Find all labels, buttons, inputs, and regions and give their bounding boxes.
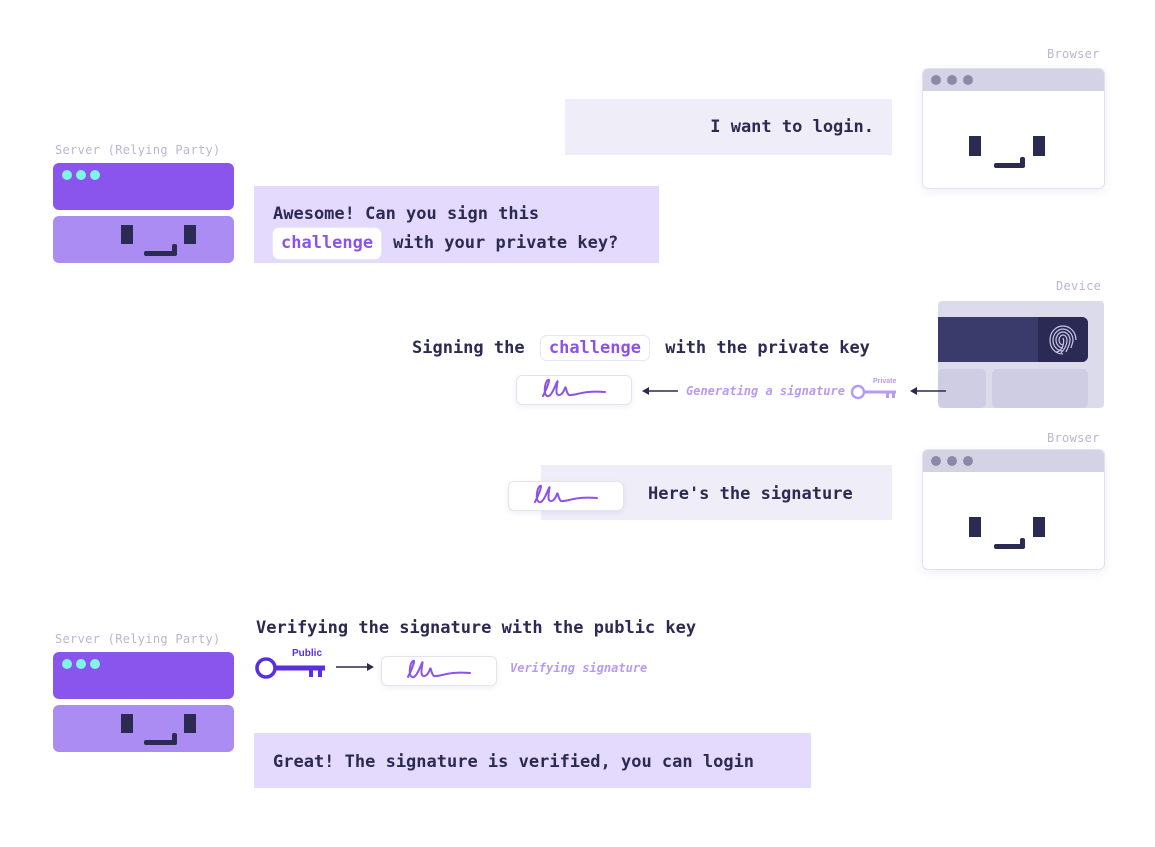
- key-icon: Private: [850, 378, 900, 402]
- login-message-text: I want to login.: [710, 117, 874, 137]
- face-mouth: [144, 740, 177, 745]
- face-mouth-corner: [1020, 538, 1025, 548]
- window-dot: [947, 456, 957, 466]
- generating-note: Generating a signature: [686, 384, 845, 398]
- challenge-message: Awesome! Can you sign this challenge with…: [254, 186, 659, 263]
- window-dot: [931, 75, 941, 85]
- face-eye-left: [969, 517, 981, 537]
- server-label-bottom: Server (Relying Party): [55, 632, 221, 646]
- arrow-right-icon: [336, 663, 374, 671]
- verified-message: Great! The signature is verified, you ca…: [254, 733, 811, 788]
- arrow-left-icon: [910, 387, 946, 395]
- browser-icon: [922, 68, 1105, 189]
- server-bottom-unit: [53, 216, 234, 263]
- challenge-line-1: Awesome! Can you sign this: [273, 204, 540, 224]
- server-dot: [90, 659, 100, 669]
- arrow-left-icon: [642, 387, 678, 395]
- verifying-heading: Verifying the signature with the public …: [256, 618, 697, 638]
- face-eye-right: [184, 714, 196, 733]
- signature-icon: [381, 656, 497, 686]
- server-bottom-unit: [53, 705, 234, 752]
- key-icon: Public: [254, 646, 328, 682]
- challenge-pill: challenge: [273, 228, 382, 259]
- window-dot: [931, 456, 941, 466]
- private-key-label: Private: [873, 378, 897, 385]
- face-mouth-corner: [172, 733, 177, 744]
- device-key-left: [938, 369, 986, 408]
- device-icon: [938, 301, 1104, 408]
- signing-heading: Signing the challenge with the private k…: [412, 336, 870, 360]
- face-eye-left: [969, 136, 981, 156]
- challenge-line-2-text: with your private key?: [393, 233, 619, 253]
- server-dot: [90, 170, 100, 180]
- device-screen: [938, 317, 1088, 362]
- server-dot: [76, 659, 86, 669]
- signing-prefix: Signing the: [412, 338, 525, 358]
- face-mouth: [144, 251, 177, 256]
- verified-message-text: Great! The signature is verified, you ca…: [273, 752, 755, 772]
- public-key-label: Public: [292, 648, 323, 659]
- signing-suffix: with the private key: [665, 338, 870, 358]
- browser-title-bar: [923, 69, 1104, 91]
- browser-icon: [922, 449, 1105, 570]
- signature-message-text: Here's the signature: [648, 484, 853, 504]
- fingerprint-icon: [1038, 317, 1088, 362]
- face-mouth-corner: [1020, 157, 1025, 167]
- server-top-unit: [53, 163, 234, 210]
- login-message: I want to login.: [565, 99, 892, 155]
- verifying-note: Verifying signature: [510, 661, 648, 675]
- face-eye-right: [184, 225, 196, 244]
- device-key-right: [992, 369, 1088, 408]
- window-dot: [947, 75, 957, 85]
- face-mouth-corner: [172, 244, 177, 255]
- device-label: Device: [1056, 279, 1102, 293]
- browser-label-top: Browser: [1047, 47, 1100, 61]
- face-eye-left: [121, 714, 133, 733]
- signing-challenge-pill: challenge: [540, 336, 649, 360]
- server-label-top: Server (Relying Party): [55, 143, 221, 157]
- face-eye-left: [121, 225, 133, 244]
- window-dot: [963, 456, 973, 466]
- challenge-line-2: challenge with your private key?: [273, 228, 659, 259]
- server-top-unit: [53, 652, 234, 699]
- signature-icon: [516, 375, 632, 405]
- window-dot: [963, 75, 973, 85]
- face-mouth: [994, 163, 1025, 168]
- face-eye-right: [1033, 136, 1045, 156]
- signature-icon: [508, 481, 624, 511]
- face-mouth: [994, 544, 1025, 549]
- browser-label-mid: Browser: [1047, 431, 1100, 445]
- server-dot: [62, 659, 72, 669]
- server-dot: [76, 170, 86, 180]
- face-eye-right: [1033, 517, 1045, 537]
- browser-title-bar: [923, 450, 1104, 472]
- server-dot: [62, 170, 72, 180]
